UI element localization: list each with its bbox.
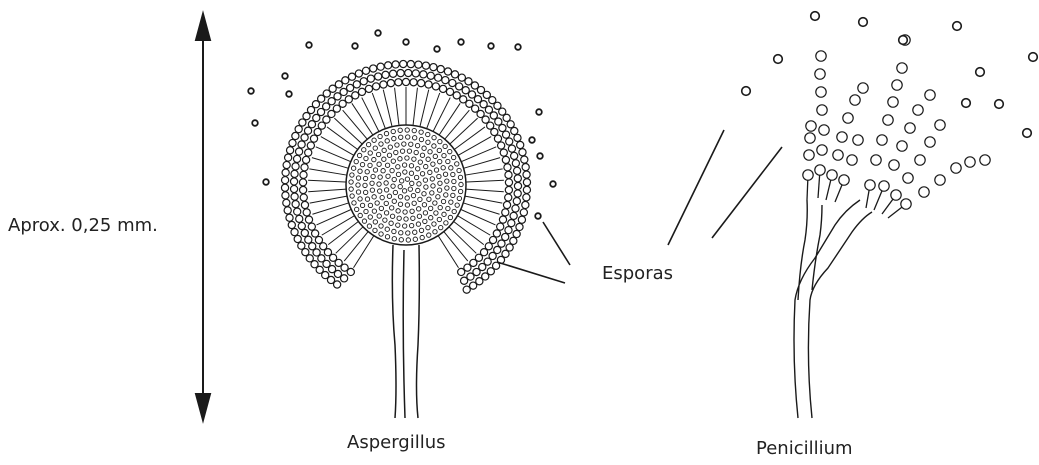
aspergillus-drawing <box>248 30 556 418</box>
scale-arrow <box>196 14 210 420</box>
scale-label: Aprox. 0,25 mm. <box>8 215 158 236</box>
penicillium-label: Penicillium <box>756 438 853 459</box>
penicillium-spore-chains <box>803 35 990 218</box>
penicillium-drawing <box>742 12 1038 418</box>
aspergillus-label: Aspergillus <box>347 432 446 453</box>
penicillium-stalk <box>794 200 872 418</box>
spores-label: Esporas <box>602 263 673 284</box>
aspergillus-stalk <box>392 245 419 418</box>
